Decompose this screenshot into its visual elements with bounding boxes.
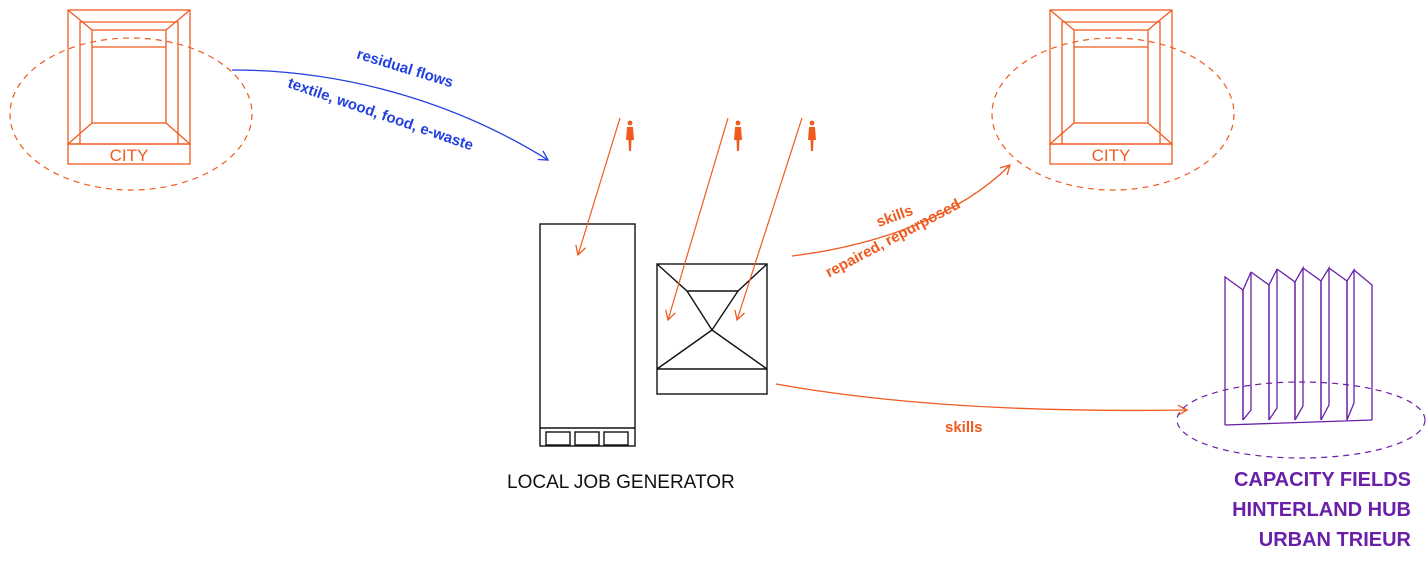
city-left-building-icon [67,9,191,165]
city-left-boundary [9,37,253,191]
hub [1176,265,1426,459]
capacity-fields-label: CAPACITY FIELDS [1233,469,1411,491]
person-icon [734,120,742,151]
city-right-boundary [991,37,1235,191]
skills-to-city-arrow [791,164,1011,257]
city-right [991,9,1235,191]
people-arrow [665,117,729,322]
city-left-label: CITY [109,146,149,165]
person-icon [626,120,634,151]
skills-to-hub-arrow [775,383,1189,416]
capacity-fields-icon [1224,265,1373,426]
urban-trieur-label: URBAN TRIEUR [1258,529,1411,551]
city-left [9,9,253,191]
city-right-label: CITY [1091,146,1131,165]
people-arrow [734,117,803,322]
local-job-generator-label: LOCAL JOB GENERATOR [507,472,735,493]
hub-label: CAPACITY FIELDS HINTERLAND HUB URBAN TRI… [1232,465,1411,555]
job-generator-tower [539,223,636,447]
skills-to-hub-label: skills [945,419,983,436]
hub-boundary [1176,381,1426,459]
residual-flow-arrow [231,69,550,161]
city-right-building-icon [1049,9,1173,165]
job-generator-workshop [656,263,768,395]
hinterland-hub-label: HINTERLAND HUB [1232,499,1411,521]
person-icon [808,120,816,151]
people-arrow [575,117,621,257]
